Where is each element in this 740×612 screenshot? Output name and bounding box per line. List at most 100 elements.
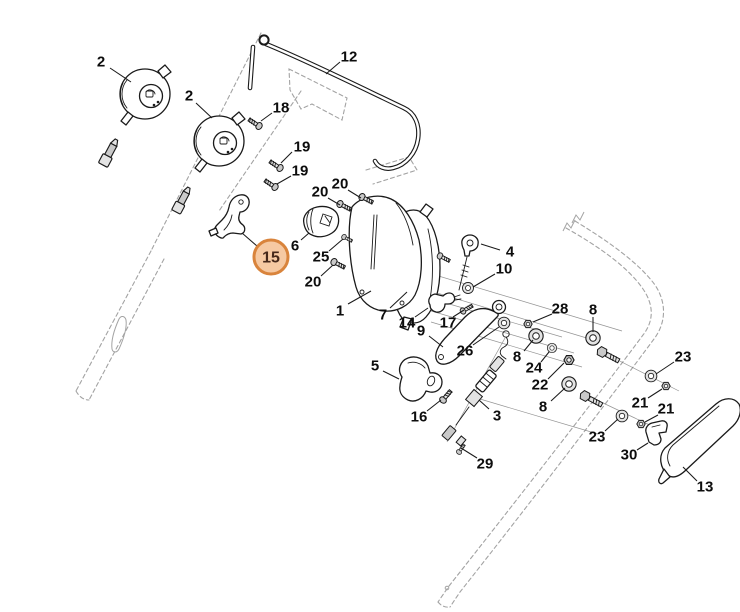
leader-line [550, 387, 566, 402]
part-number-label: 19 [292, 163, 309, 180]
part-number-label: 21 [658, 401, 675, 418]
part-number-label: 5 [371, 358, 379, 375]
screw-16 [437, 387, 454, 406]
leader-line [644, 414, 659, 423]
leader-line [382, 370, 400, 380]
leader-line [523, 339, 534, 352]
part-29-cable-clamp-drawing [441, 425, 467, 447]
leader-line [414, 307, 429, 318]
leader-line [328, 238, 344, 252]
screw-19a [267, 157, 285, 174]
part-number-label: 7 [379, 307, 387, 324]
leader-line [532, 313, 553, 323]
part-4-latch-drawing [458, 234, 479, 291]
part-number-label: 9 [417, 323, 425, 340]
highlight-leader-line [241, 232, 258, 247]
screw-19b [262, 176, 280, 193]
leader-line [655, 361, 675, 375]
highlighted-part-number[interactable]: 15 [262, 250, 280, 267]
leader-line [195, 102, 213, 119]
leader-line [320, 264, 334, 277]
leader-line [472, 273, 496, 288]
tube-hole-detail [444, 585, 450, 591]
part-number-label: 25 [313, 249, 330, 266]
part-number-label: 3 [493, 408, 501, 425]
leader-line [347, 290, 372, 305]
leader-line [547, 362, 565, 380]
phantom-right-handle-tube [437, 211, 665, 608]
washer-8b [585, 330, 601, 346]
part-number-label: 19 [294, 139, 311, 156]
nut-21a [661, 381, 671, 391]
part-9-bail-lever-drawing [435, 299, 507, 365]
part-3-throttle-cable-drawing [455, 330, 510, 426]
leader-line [327, 197, 341, 206]
part-30-clip-drawing [645, 420, 668, 446]
part-number-label: 21 [632, 395, 649, 412]
phantom-screw-axis [218, 90, 302, 212]
part-number-label: 20 [312, 184, 329, 201]
phantom-console-outline [288, 68, 418, 185]
leader-line [682, 466, 698, 482]
part-number-label: 8 [589, 302, 597, 319]
part-number-label: 29 [477, 456, 494, 473]
leader-line [300, 232, 310, 241]
part-number-label: 10 [496, 261, 513, 278]
nut-21b [636, 419, 646, 429]
leader-line [540, 351, 550, 363]
leader-line [478, 399, 490, 410]
screw-18 [246, 115, 264, 132]
part-number-label: 4 [506, 244, 515, 261]
leader-line [389, 291, 408, 309]
part-number-label: 23 [589, 429, 606, 446]
washer-24 [546, 342, 558, 354]
leader-line [636, 442, 649, 451]
leader-line [604, 418, 619, 432]
part-number-label: 22 [532, 377, 549, 394]
part-number-label: 28 [552, 301, 569, 318]
part-12-cable-guide-rod-drawing [247, 34, 421, 171]
screw-20c [329, 256, 347, 272]
washer-23a [644, 369, 658, 383]
washer-23b [615, 409, 629, 423]
highlight-balloon-layer: 15 [241, 232, 290, 276]
leader-line [472, 326, 500, 346]
washer-26 [497, 316, 511, 330]
part-2-knob-right-drawing [193, 111, 246, 173]
leader-line [260, 112, 273, 122]
nut-22 [563, 355, 575, 365]
bolt-upper [594, 345, 622, 366]
part-14-interlock-lever-drawing [428, 292, 462, 313]
part-13-handle-end-panel-drawing [658, 398, 740, 485]
screw-20a [335, 198, 353, 214]
part-number-label: 6 [291, 238, 299, 255]
part-6-knob-drawing [302, 205, 340, 238]
part-number-label: 16 [411, 409, 428, 426]
part-2-knob-left-drawing [119, 64, 172, 126]
leader-line [276, 175, 292, 185]
part-number-label: 24 [526, 360, 543, 377]
part-15-bracket-drawing [208, 194, 250, 239]
washer-8a [528, 328, 544, 344]
part-number-label: 26 [457, 343, 474, 360]
leader-line [325, 61, 341, 75]
leader-line [452, 309, 465, 318]
leader-line [280, 151, 293, 164]
part-number-label: 23 [675, 349, 692, 366]
part-number-label: 18 [273, 100, 290, 117]
part-1-housing-front-drawing [348, 195, 422, 312]
highlighted-part-balloon[interactable] [252, 238, 290, 276]
part-number-label: 8 [539, 399, 547, 416]
part-number-label: 12 [341, 49, 358, 66]
part-number-label: 17 [440, 315, 457, 332]
nut-28 [523, 319, 533, 329]
part-number-label: 20 [332, 176, 349, 193]
leader-line [460, 447, 478, 459]
part-number-label: 13 [697, 479, 714, 496]
part-number-label: 20 [305, 274, 322, 291]
leader-line [428, 335, 444, 348]
part-number-label: 14 [399, 315, 416, 332]
